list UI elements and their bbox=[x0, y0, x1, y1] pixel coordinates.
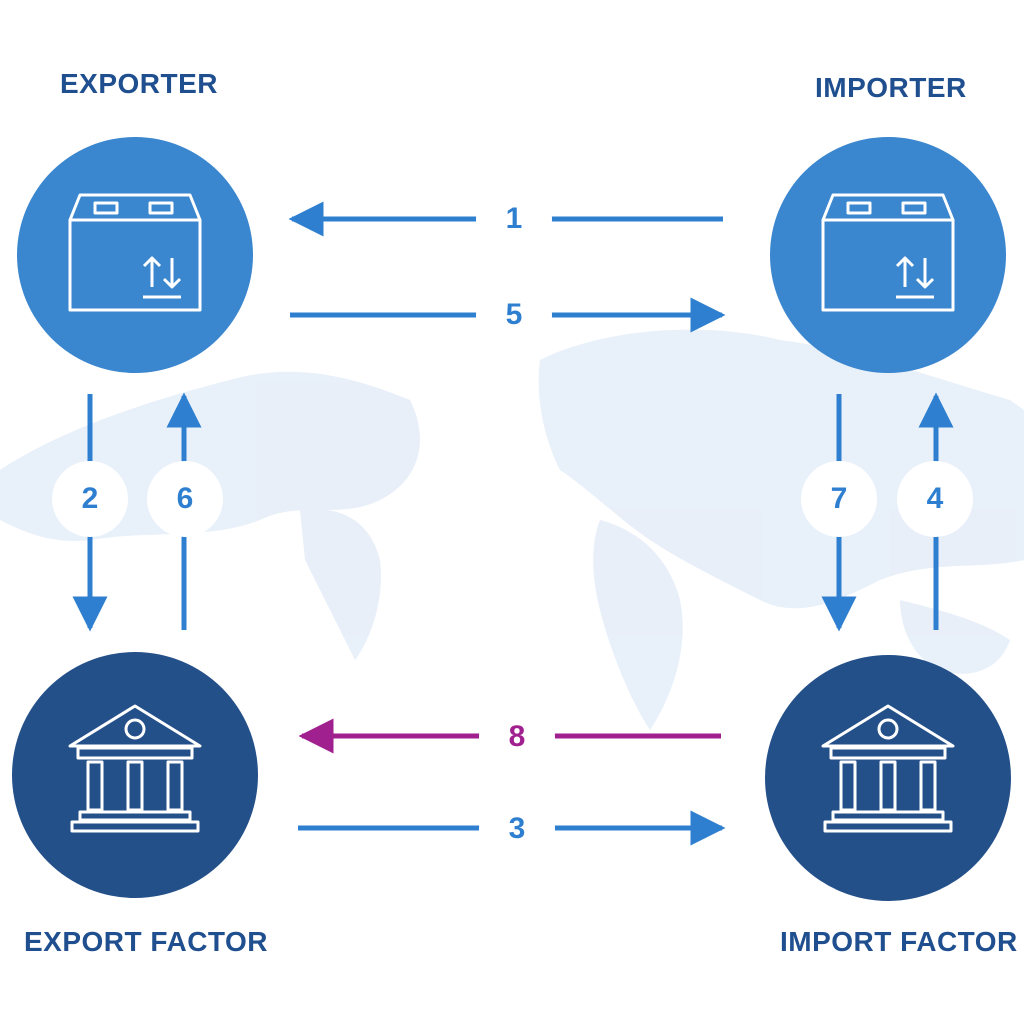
box-icon bbox=[68, 193, 202, 312]
exporter-circle[interactable] bbox=[17, 137, 253, 373]
bank-icon bbox=[68, 704, 202, 833]
box-icon bbox=[821, 193, 955, 312]
bank-icon bbox=[821, 704, 955, 833]
step-badge-1: 1 bbox=[476, 181, 552, 257]
step-badge-5: 5 bbox=[476, 277, 552, 353]
export-factor-circle[interactable] bbox=[12, 652, 258, 898]
step-badge-2: 2 bbox=[52, 461, 128, 537]
exporter-label: EXPORTER bbox=[60, 68, 219, 99]
importer-label: IMPORTER bbox=[815, 72, 967, 103]
importer-circle[interactable] bbox=[770, 137, 1006, 373]
step-badge-3: 3 bbox=[479, 791, 555, 867]
step-badge-8: 8 bbox=[479, 699, 555, 775]
import-factor-label: IMPORT FACTOR bbox=[780, 926, 1018, 957]
export-factor-label: EXPORT FACTOR bbox=[24, 926, 269, 957]
step-badge-7: 7 bbox=[801, 461, 877, 537]
step-badge-6: 6 bbox=[147, 461, 223, 537]
step-badge-4: 4 bbox=[897, 461, 973, 537]
import-factor-circle[interactable] bbox=[765, 655, 1011, 901]
